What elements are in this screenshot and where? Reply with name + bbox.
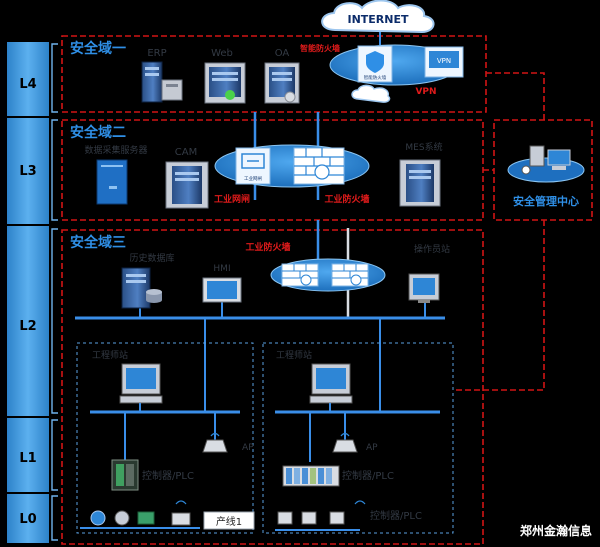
status-ok-icon bbox=[225, 90, 235, 100]
zone-3-title: 安全域三 bbox=[70, 234, 126, 251]
l2-firewall-device-1 bbox=[281, 263, 319, 287]
level-brackets bbox=[51, 43, 58, 541]
oa-server bbox=[264, 62, 300, 104]
internet-label: INTERNET bbox=[347, 13, 409, 26]
historian-server bbox=[121, 267, 162, 309]
flame-icon bbox=[300, 274, 312, 286]
oa-label: OA bbox=[275, 48, 290, 59]
l2-firewall-label: 工业防火墙 bbox=[245, 241, 290, 253]
flame-icon bbox=[350, 274, 362, 286]
remote-cloud-icon bbox=[351, 84, 391, 103]
flow-meter-icon bbox=[90, 510, 106, 526]
web-label: Web bbox=[211, 48, 233, 59]
cam-server bbox=[165, 161, 209, 209]
plc-right bbox=[282, 465, 340, 487]
erp-server bbox=[141, 61, 183, 103]
industrial-firewall-device bbox=[293, 147, 345, 185]
wifi-icon bbox=[354, 500, 366, 505]
security-center-label: 安全管理中心 bbox=[513, 194, 579, 208]
vpn-screen bbox=[429, 51, 459, 68]
level-label-l0: L0 bbox=[19, 512, 36, 527]
brick-wall-icon bbox=[282, 264, 318, 279]
analyzer-icon bbox=[171, 512, 191, 526]
industrial-gateway-label: 工业网闸 bbox=[214, 193, 250, 205]
eng-station-left-label: 工程师站 bbox=[92, 349, 128, 361]
zone-1-title: 安全域一 bbox=[70, 40, 126, 57]
level-label-l1: L1 bbox=[19, 451, 36, 466]
eng-station-right bbox=[309, 363, 353, 404]
ap-right-label: AP bbox=[366, 443, 378, 453]
watermark: 郑州金瀚信息 bbox=[520, 523, 592, 538]
level-label-l3: L3 bbox=[19, 164, 36, 179]
hmi-label: HMI bbox=[213, 264, 230, 274]
eng-station-right-label: 工程师站 bbox=[276, 349, 312, 361]
field-devices-right bbox=[277, 500, 366, 525]
security-center-device bbox=[507, 145, 585, 183]
erp-label: ERP bbox=[147, 48, 166, 59]
hmi-panel bbox=[202, 277, 242, 303]
shield-icon bbox=[366, 51, 384, 73]
vpn-label: VPN bbox=[415, 87, 436, 97]
production-cell-left bbox=[76, 342, 254, 534]
vpn-box-label: VPN bbox=[437, 57, 451, 65]
eng-station-left bbox=[119, 363, 163, 404]
plc-left-label: 控制器/PLC bbox=[142, 469, 194, 482]
production-line-1-label: 产线1 bbox=[216, 515, 242, 528]
plc-left bbox=[111, 459, 139, 491]
pressure-gauge-icon bbox=[114, 510, 130, 526]
smart-firewall-label: 智能防火墙 bbox=[300, 43, 340, 53]
field-devices-left bbox=[90, 500, 191, 526]
plc-bottom-label: 控制器/PLC bbox=[370, 509, 422, 522]
mes-label: MES系统 bbox=[405, 141, 442, 153]
operator-station bbox=[408, 273, 440, 303]
level-bar: L4 L3 L2 L1 L0 bbox=[7, 42, 49, 543]
smart-firewall-caption: 智能防火墙 bbox=[364, 74, 387, 81]
historian-label: 历史数据库 bbox=[129, 252, 174, 264]
motor-icon bbox=[137, 511, 155, 525]
production-cell-right bbox=[262, 342, 454, 534]
industrial-gateway-caption: 工业网闸 bbox=[244, 175, 262, 182]
wifi-icon bbox=[175, 500, 187, 505]
ap-left bbox=[202, 432, 228, 453]
operator-label: 操作员站 bbox=[414, 243, 450, 255]
production-line-1-badge: 产线1 bbox=[203, 511, 255, 530]
level-label-l4: L4 bbox=[19, 77, 36, 92]
plc-right-label: 控制器/PLC bbox=[342, 469, 394, 482]
web-server bbox=[204, 62, 246, 104]
zone-2-title: 安全域二 bbox=[70, 124, 126, 141]
mes-server bbox=[399, 159, 441, 207]
brick-wall-icon bbox=[332, 264, 368, 279]
smart-firewall-device: 智能防火墙 bbox=[357, 45, 393, 83]
robot-arm-icon bbox=[329, 511, 345, 525]
ap-right bbox=[332, 432, 358, 453]
wifi-icon bbox=[210, 432, 220, 437]
wifi-icon bbox=[340, 432, 350, 437]
industrial-firewall-label: 工业防火墙 bbox=[324, 193, 369, 205]
flame-icon bbox=[314, 164, 330, 180]
globe-icon bbox=[284, 91, 296, 103]
industrial-gateway-device: 工业网闸 bbox=[235, 147, 271, 185]
cam-label: CAM bbox=[175, 147, 197, 158]
robot-arm-icon bbox=[301, 511, 317, 525]
l2-firewall-device-2 bbox=[331, 263, 369, 287]
level-label-l2: L2 bbox=[19, 319, 36, 334]
internet-cloud: INTERNET bbox=[321, 0, 435, 34]
data-collection-server bbox=[96, 159, 128, 205]
data-collection-label: 数据采集服务器 bbox=[84, 144, 147, 156]
vpn-device: VPN bbox=[424, 46, 464, 78]
security-zone-3 bbox=[61, 229, 484, 545]
security-zone-1 bbox=[61, 35, 487, 113]
security-center-links bbox=[455, 72, 545, 391]
robot-arm-icon bbox=[277, 511, 293, 525]
ap-left-label: AP bbox=[242, 443, 254, 453]
